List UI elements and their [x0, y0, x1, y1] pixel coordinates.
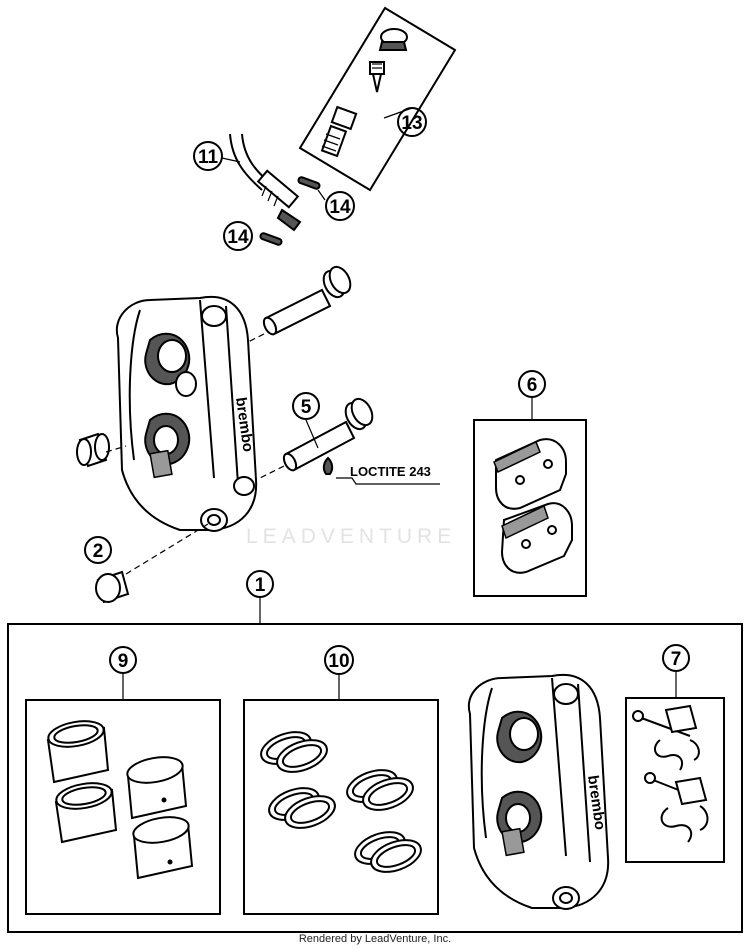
pad-spring-lower: [644, 772, 709, 843]
banjo-bolt: [320, 105, 358, 158]
callout-10: 10: [324, 645, 354, 675]
svg-text:14: 14: [227, 227, 249, 248]
piston-2: [54, 782, 118, 844]
seal-ring-4: [354, 831, 422, 873]
pad-spring-upper: [632, 704, 700, 771]
callout-14-upper: 14: [325, 191, 355, 221]
svg-text:6: 6: [527, 375, 538, 396]
pad-spring-box: [625, 697, 725, 863]
svg-text:2: 2: [93, 541, 104, 562]
pistons-box: [25, 699, 221, 915]
axis-bushing-left: [105, 445, 127, 453]
svg-text:14: 14: [329, 197, 351, 218]
seal-ring-2: [268, 787, 336, 829]
lower-pad-pin: [282, 397, 374, 472]
brake-pad-upper: [493, 438, 567, 510]
brake-caliper-main: brembo: [115, 295, 258, 532]
bleeder-kit-box: [298, 6, 457, 192]
caliper-assembly-box: [7, 623, 743, 933]
callout-7: 7: [662, 644, 690, 672]
callout-11: 11: [193, 141, 223, 171]
piston-1: [46, 720, 110, 784]
seal-ring-3: [346, 769, 414, 811]
seal-ring-1: [260, 731, 328, 773]
svg-text:11: 11: [198, 147, 219, 168]
bushing-bottom: [95, 570, 130, 604]
loctite-drop-icon: [322, 456, 334, 475]
svg-text:7: 7: [671, 649, 682, 670]
upper-pad-pin: [262, 265, 352, 336]
piston-3: [126, 756, 188, 820]
loctite-leader: [336, 477, 440, 485]
svg-text:13: 13: [401, 113, 422, 134]
footer-credit: Rendered by LeadVenture, Inc.: [299, 933, 451, 945]
svg-text:1: 1: [255, 575, 266, 596]
leader-14a: [317, 189, 326, 201]
brake-pads-box: [473, 419, 587, 597]
callout-5: 5: [292, 392, 320, 420]
seals-box: [243, 699, 439, 915]
callout-1: 1: [246, 570, 274, 598]
leader-5: [305, 419, 319, 449]
watermark-text: LEADVENTURE: [246, 525, 456, 548]
callout-2: 2: [84, 536, 112, 564]
piston-4: [132, 816, 194, 880]
callout-14-lower: 14: [223, 221, 253, 251]
loctite-annotation: LOCTITE 243: [350, 464, 431, 479]
svg-text:5: 5: [301, 397, 312, 418]
brake-pad-lower: [500, 502, 573, 574]
bushing-left: [76, 432, 110, 468]
svg-text:9: 9: [118, 651, 129, 672]
axis-lower-pin: [259, 465, 285, 479]
bleeder-cap: [378, 28, 408, 51]
bleed-screw: [369, 61, 385, 93]
o-ring-lower: [259, 232, 283, 246]
leader-11: [221, 157, 241, 163]
axis-bushing: [125, 523, 209, 575]
callout-6: 6: [518, 370, 546, 398]
svg-text:10: 10: [328, 651, 349, 672]
brake-line: [229, 133, 302, 232]
brake-caliper-assembly: brembo: [467, 673, 610, 910]
o-ring-upper: [297, 176, 321, 190]
callout-13: 13: [397, 107, 427, 137]
callout-9: 9: [109, 646, 137, 674]
